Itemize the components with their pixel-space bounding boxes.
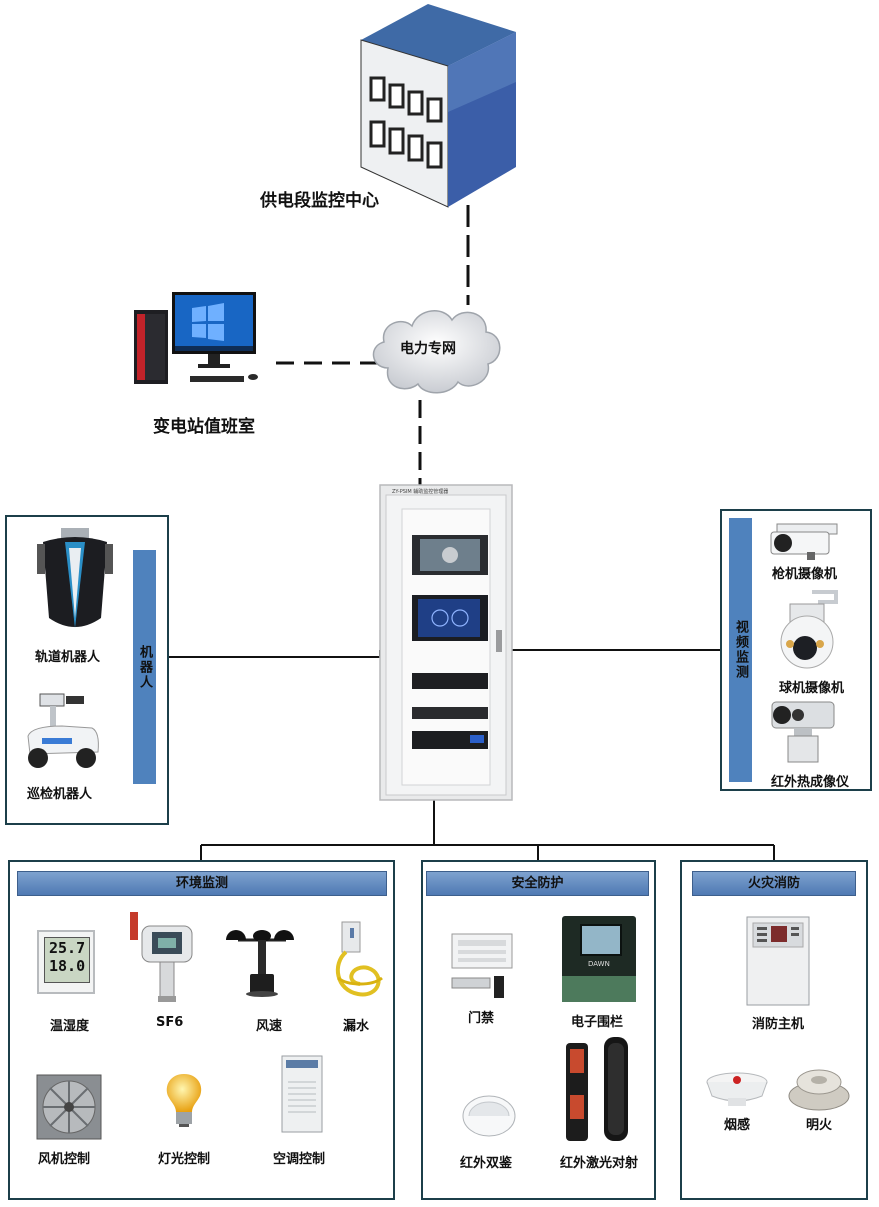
pir-detector-icon	[462, 1095, 516, 1137]
robot-item-label: 巡检机器人	[27, 787, 93, 802]
video-item-label: 枪机摄像机	[772, 567, 838, 582]
light-bulb-icon	[166, 1074, 202, 1127]
dome-camera-icon	[780, 590, 838, 669]
bullet-camera-icon	[770, 523, 838, 560]
smoke-detector-icon	[706, 1072, 768, 1106]
link-robot-cabinet	[167, 650, 381, 658]
env-item-label: 灯光控制	[158, 1152, 211, 1167]
env-item-label: 漏水	[343, 1019, 370, 1034]
access-control-icon	[451, 933, 513, 998]
cabinet-label: ZY-PSIM 辅助监控管理器	[392, 488, 448, 495]
video-group-title: 视频监测	[729, 518, 752, 782]
thermo-temp-value: 25.7	[49, 939, 86, 957]
video-item-label: 球机摄像机	[779, 681, 845, 696]
fire-item-label: 烟感	[724, 1118, 751, 1133]
air-conditioner-icon	[281, 1055, 323, 1133]
env-item-label: 风机控制	[38, 1152, 91, 1167]
cloud-icon	[372, 310, 501, 394]
rail-robot-icon	[37, 528, 113, 628]
sf6-detector-icon	[130, 912, 193, 1002]
env-item-label: 风速	[256, 1019, 283, 1034]
security-item-label: 红外激光对射	[560, 1156, 639, 1171]
thermal-camera-icon	[771, 701, 835, 763]
duty-room-label: 变电站值班室	[153, 417, 255, 437]
security-item-label: 红外双鉴	[460, 1156, 513, 1171]
exhaust-fan-icon	[36, 1074, 102, 1140]
fire-control-panel-icon	[746, 916, 810, 1006]
laser-beam-detector-icon	[566, 1037, 628, 1141]
env-item-label: 温湿度	[50, 1019, 90, 1034]
security-group-title: 安全防护	[426, 871, 649, 896]
env-group-box	[8, 860, 395, 1200]
fire-item-label: 消防主机	[752, 1017, 805, 1032]
security-item-label: 门禁	[468, 1011, 495, 1026]
fire-group-box	[680, 860, 868, 1200]
video-item-label: 红外热成像仪	[771, 775, 850, 790]
robot-group-title: 机器人	[133, 550, 156, 784]
env-item-label: 空调控制	[273, 1152, 326, 1167]
thermo-hygrometer-icon: 25.7 18.0	[37, 930, 95, 994]
env-group-title: 环境监测	[17, 871, 387, 896]
server-cabinet: ZY-PSIM 辅助监控管理器	[379, 484, 513, 801]
computer-icon	[134, 292, 258, 384]
building-icon	[360, 4, 516, 208]
water-leak-sensor-icon	[336, 921, 383, 997]
anemometer-icon	[226, 930, 294, 997]
fire-group-title: 火灾消防	[692, 871, 856, 896]
fire-item-label: 明火	[806, 1118, 833, 1133]
fence-brand-text: DAWN	[588, 960, 610, 968]
env-item-label: SF6	[156, 1015, 184, 1030]
robot-item-label: 轨道机器人	[35, 650, 101, 665]
electronic-fence-icon: DAWN	[562, 916, 636, 1002]
security-item-label: 电子围栏	[571, 1015, 624, 1030]
thermo-hum-value: 18.0	[49, 957, 86, 975]
flame-detector-icon	[788, 1069, 850, 1111]
center-label: 供电段监控中心	[260, 191, 379, 211]
inspection-robot-icon	[27, 693, 99, 768]
network-label: 电力专网	[400, 341, 456, 357]
security-group-box	[421, 860, 656, 1200]
